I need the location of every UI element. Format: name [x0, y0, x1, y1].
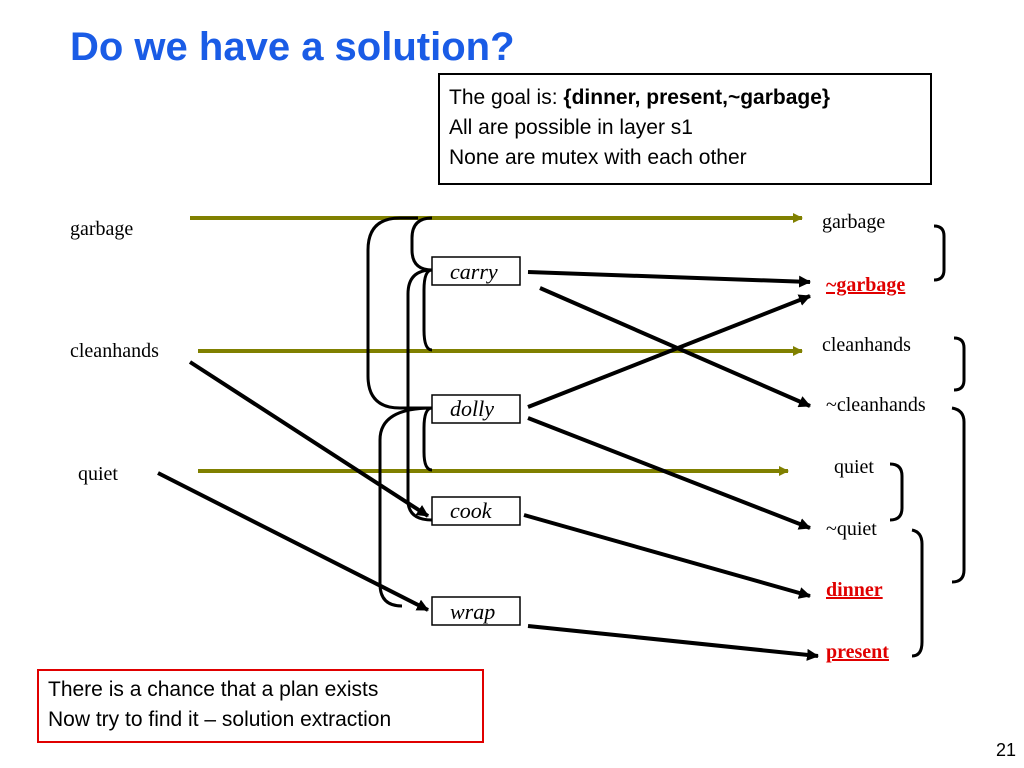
note-box: There is a chance that a plan exists Now…	[37, 669, 484, 743]
goal-line-3: None are mutex with each other	[449, 146, 747, 169]
mutex-cleanhands-not-cleanhands	[953, 336, 966, 392]
left-prop-garbage: garbage	[70, 218, 133, 240]
right-prop-not-cleanhands: ~cleanhands	[826, 394, 926, 416]
mutex-not-cleanhands-dinner	[951, 406, 966, 584]
right-prop-cleanhands: cleanhands	[822, 334, 911, 356]
proposition-mutex-brackets	[889, 224, 966, 658]
eff-carry-not-garbage-arrow	[527, 270, 811, 288]
goal-line-1: The goal is: {dinner, present,~garbage}	[449, 83, 921, 113]
left-prop-cleanhands: cleanhands	[70, 340, 159, 362]
action-dolly: dolly	[431, 394, 521, 424]
note-line-1: There is a chance that a plan exists	[48, 678, 379, 701]
mutex-noop-garbage-dolly	[366, 216, 432, 410]
right-prop-dinner: dinner	[826, 579, 883, 601]
mutex-not-quiet-present	[911, 528, 924, 658]
note-line-2: Now try to find it – solution extraction	[48, 708, 392, 731]
eff-dolly-not-quiet-arrow	[527, 416, 811, 530]
action-cook: cook	[431, 496, 521, 526]
mutex-noop-garbage-carry	[410, 216, 433, 272]
action-dolly-label: dolly	[450, 396, 494, 421]
precondition-arrows	[157, 360, 430, 612]
goal-prefix: The goal is:	[449, 86, 564, 109]
action-mutex-arcs	[366, 216, 433, 608]
action-nodes: carry dolly cook wrap	[431, 256, 521, 626]
persistence-arrows	[190, 213, 803, 476]
right-propositions: garbage ~garbage cleanhands ~cleanhands …	[822, 211, 926, 663]
action-carry: carry	[431, 256, 521, 286]
effect-arrows	[523, 270, 819, 661]
mutex-carry-cook	[406, 268, 433, 522]
eff-cook-dinner-arrow	[523, 513, 811, 599]
mutex-carry-noop-cleanhands	[422, 268, 433, 352]
right-prop-quiet: quiet	[834, 456, 874, 478]
eff-dolly-not-garbage-arrow	[527, 294, 811, 409]
action-carry-label: carry	[450, 259, 498, 284]
right-prop-not-garbage: ~garbage	[826, 274, 905, 296]
action-cook-label: cook	[450, 498, 493, 523]
left-prop-quiet: quiet	[78, 463, 118, 485]
page-title: Do we have a solution?	[70, 25, 515, 69]
page-number: 21	[995, 740, 1016, 760]
action-wrap-label: wrap	[450, 599, 495, 624]
right-prop-not-quiet: ~quiet	[826, 518, 877, 540]
goal-line-2: All are possible in layer s1	[449, 116, 693, 139]
left-propositions: garbage cleanhands quiet	[70, 218, 159, 485]
mutex-quiet-not-quiet	[889, 462, 904, 522]
pre-cleanhands-cook-arrow	[188, 360, 430, 518]
mutex-dolly-wrap	[378, 406, 433, 608]
pre-quiet-wrap-arrow	[157, 471, 429, 612]
goal-box: The goal is: {dinner, present,~garbage} …	[438, 73, 932, 185]
mutex-garbage-not-garbage	[933, 224, 946, 282]
right-prop-garbage: garbage	[822, 211, 885, 233]
goal-set: {dinner, present,~garbage}	[563, 86, 831, 109]
action-wrap: wrap	[431, 596, 521, 626]
mutex-dolly-noop-quiet	[422, 406, 433, 472]
eff-wrap-present-arrow	[527, 624, 819, 661]
right-prop-present: present	[826, 641, 889, 663]
